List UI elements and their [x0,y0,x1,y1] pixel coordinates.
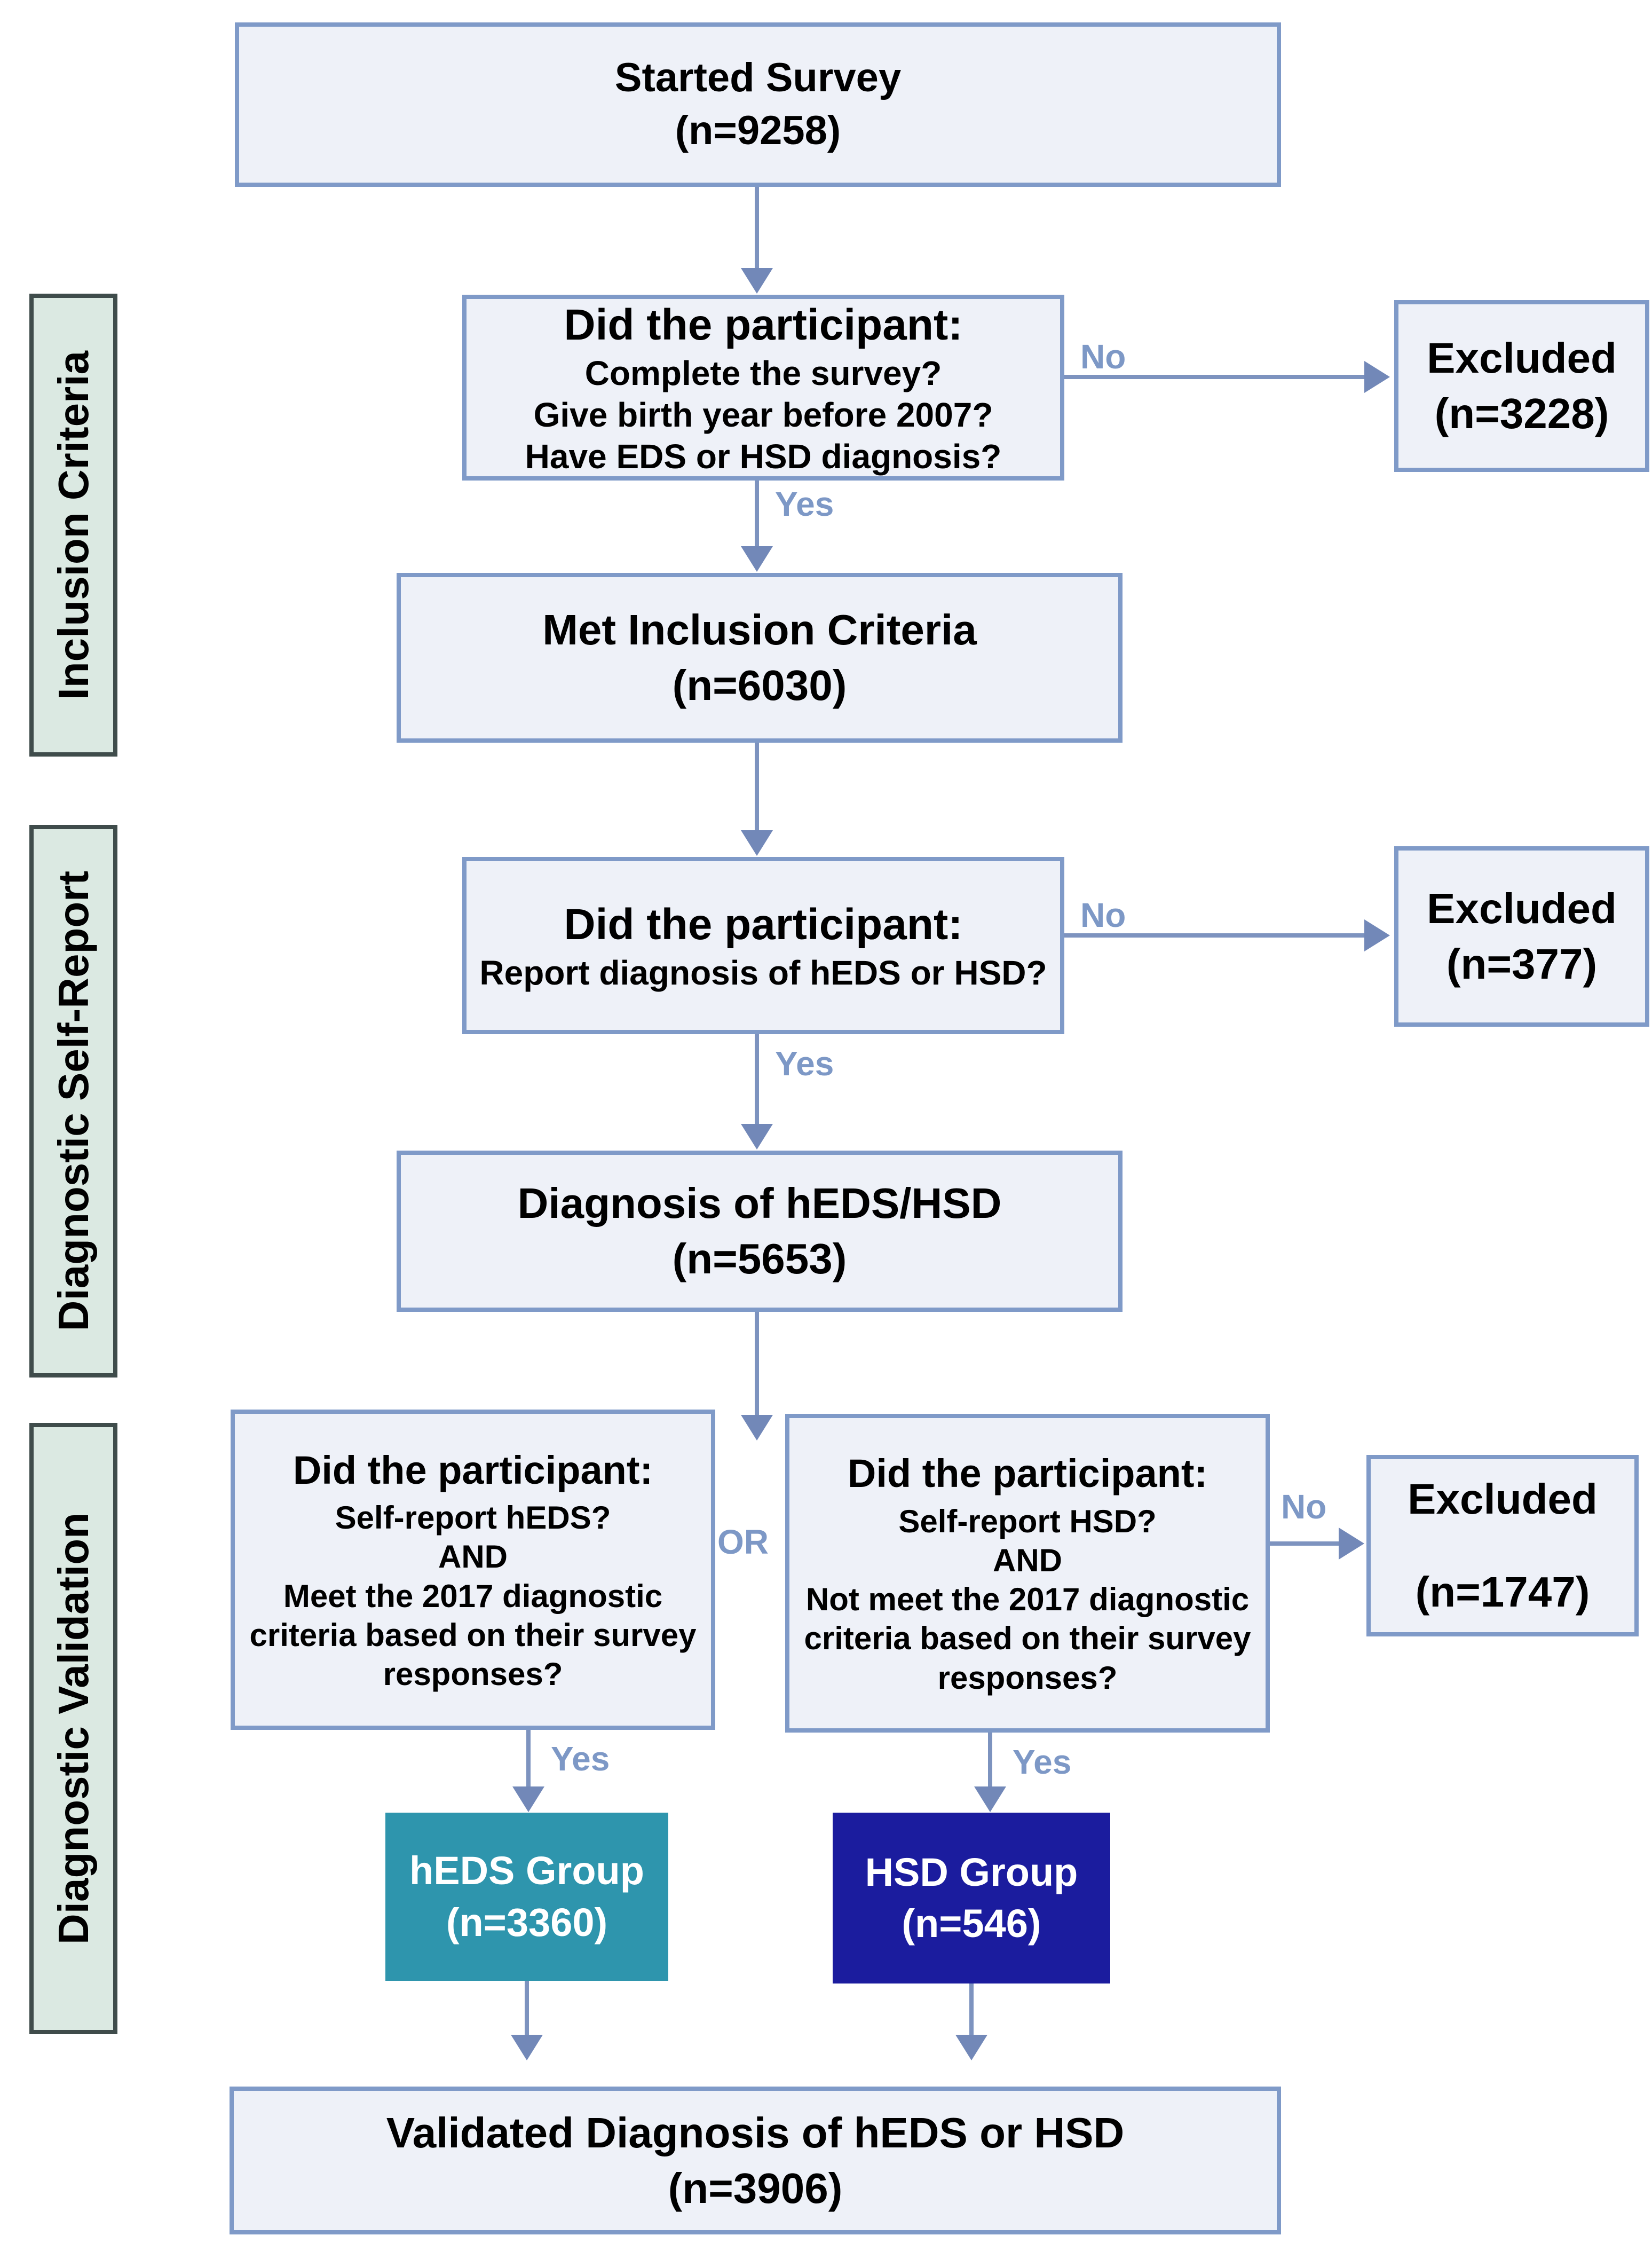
arrow-decision2-to-excluded2-head [1364,919,1390,951]
stage-diagnostic-validation-label: Diagnostic Validation [49,1512,97,1945]
node-started-survey: Started Survey (n=9258) [235,22,1281,187]
edge-label-no-2: No [1080,896,1126,934]
node-diagnosis: Diagnosis of hEDS/HSD (n=5653) [397,1151,1123,1312]
node-validated: Validated Diagnosis of hEDS or HSD (n=39… [230,2087,1281,2234]
node-excluded-1: Excluded (n=3228) [1394,300,1649,472]
node-met-inclusion-title: Met Inclusion Criteria [542,606,977,654]
node-hsd-group: HSD Group (n=546) [833,1813,1110,1983]
arrow-start-to-decision1-line [755,187,759,272]
node-diagnosis-n: (n=5653) [672,1235,847,1282]
node-met-inclusion-n: (n=6030) [672,662,847,709]
node-validation-heds: Did the participant: Self-report hEDS? A… [231,1410,715,1730]
edge-label-yes-2: Yes [775,1044,834,1083]
arrow-decision1-to-met-line [755,481,759,547]
node-validation-hsd-q2: AND [993,1542,1062,1578]
node-heds-group-n: (n=3360) [446,1900,608,1945]
node-started-survey-n: (n=9258) [675,108,841,153]
arrow-validation-to-excluded3-head [1339,1528,1364,1560]
arrow-diagnosis-to-validation-head [741,1415,773,1441]
edge-label-yes-3: Yes [551,1739,610,1778]
edge-label-or: OR [717,1523,769,1561]
node-validation-heds-q2: AND [438,1539,508,1575]
node-met-inclusion: Met Inclusion Criteria (n=6030) [397,573,1123,743]
node-decision-self-report-heading: Did the participant: [564,900,963,949]
arrow-heds-to-validated-line [525,1981,529,2037]
arrow-decision1-to-excluded1-line [1064,375,1366,379]
node-excluded-2: Excluded (n=377) [1394,846,1649,1027]
node-started-survey-title: Started Survey [614,55,902,101]
node-validation-heds-q3: Meet the 2017 diagnostic criteria based … [249,1578,697,1693]
arrow-validation-to-excluded3-line [1270,1541,1341,1546]
node-validated-title: Validated Diagnosis of hEDS or HSD [386,2108,1125,2156]
node-validation-hsd-q1: Self-report HSD? [898,1503,1157,1539]
node-decision-self-report-q1: Report diagnosis of hEDS or HSD? [479,954,1047,993]
arrow-hsd-to-validated-head [955,2035,987,2060]
node-excluded-2-title: Excluded [1427,885,1617,932]
node-excluded-1-title: Excluded [1427,334,1617,382]
node-excluded-3-n: (n=1747) [1415,1568,1590,1616]
node-decision-inclusion-q1: Complete the survey? [584,354,942,393]
edge-label-no-3: No [1281,1487,1327,1526]
arrow-validation-heds-to-group-head [512,1786,544,1812]
arrow-decision1-to-excluded1-head [1364,361,1390,393]
arrow-hsd-to-validated-line [969,1983,974,2037]
edge-label-yes-1: Yes [775,485,834,523]
node-decision-self-report: Did the participant: Report diagnosis of… [462,857,1064,1034]
arrow-validation-hsd-to-group-line [988,1733,992,1789]
node-decision-inclusion-heading: Did the participant: [564,300,963,349]
node-decision-inclusion: Did the participant: Complete the survey… [462,295,1064,481]
node-excluded-1-n: (n=3228) [1434,390,1609,437]
arrow-start-to-decision1-head [741,268,773,294]
node-validation-hsd: Did the participant: Self-report HSD? AN… [785,1414,1270,1733]
stage-inclusion-criteria-label: Inclusion Criteria [49,350,97,700]
arrow-heds-to-validated-head [511,2035,543,2060]
arrow-decision2-to-diagnosis-head [741,1124,773,1150]
node-excluded-3: Excluded (n=1747) [1366,1455,1639,1636]
node-validation-heds-heading: Did the participant: [293,1447,653,1492]
arrow-diagnosis-to-validation-line [755,1312,759,1416]
stage-inclusion-criteria: Inclusion Criteria [29,294,117,757]
node-decision-inclusion-q2: Give birth year before 2007? [533,396,993,435]
arrow-decision2-to-diagnosis-line [755,1034,759,1125]
node-heds-group: hEDS Group (n=3360) [385,1813,668,1981]
node-excluded-3-title: Excluded [1408,1475,1598,1523]
node-hsd-group-n: (n=546) [902,1901,1041,1946]
stage-diagnostic-self-report-label: Diagnostic Self-Report [49,871,97,1332]
node-validation-hsd-q3: Not meet the 2017 diagnostic criteria ba… [804,1581,1251,1696]
arrow-decision2-to-excluded2-line [1064,933,1366,938]
arrow-validation-hsd-to-group-head [974,1786,1006,1812]
stage-diagnostic-validation: Diagnostic Validation [29,1423,117,2034]
arrow-met-to-decision2-head [741,830,773,856]
node-decision-inclusion-q3: Have EDS or HSD diagnosis? [525,437,1002,476]
arrow-decision1-to-met-head [741,546,773,572]
node-excluded-2-n: (n=377) [1446,940,1598,988]
node-validation-hsd-heading: Did the participant: [847,1451,1208,1496]
node-validation-heds-q1: Self-report hEDS? [335,1500,611,1536]
arrow-validation-heds-to-group-line [526,1730,531,1789]
node-hsd-group-title: HSD Group [865,1849,1078,1894]
node-diagnosis-title: Diagnosis of hEDS/HSD [517,1179,1002,1227]
node-validated-n: (n=3906) [668,2164,843,2212]
node-heds-group-title: hEDS Group [409,1848,644,1893]
edge-label-yes-4: Yes [1013,1743,1072,1781]
edge-label-no-1: No [1080,337,1126,376]
stage-diagnostic-self-report: Diagnostic Self-Report [29,825,117,1378]
arrow-met-to-decision2-line [755,743,759,831]
